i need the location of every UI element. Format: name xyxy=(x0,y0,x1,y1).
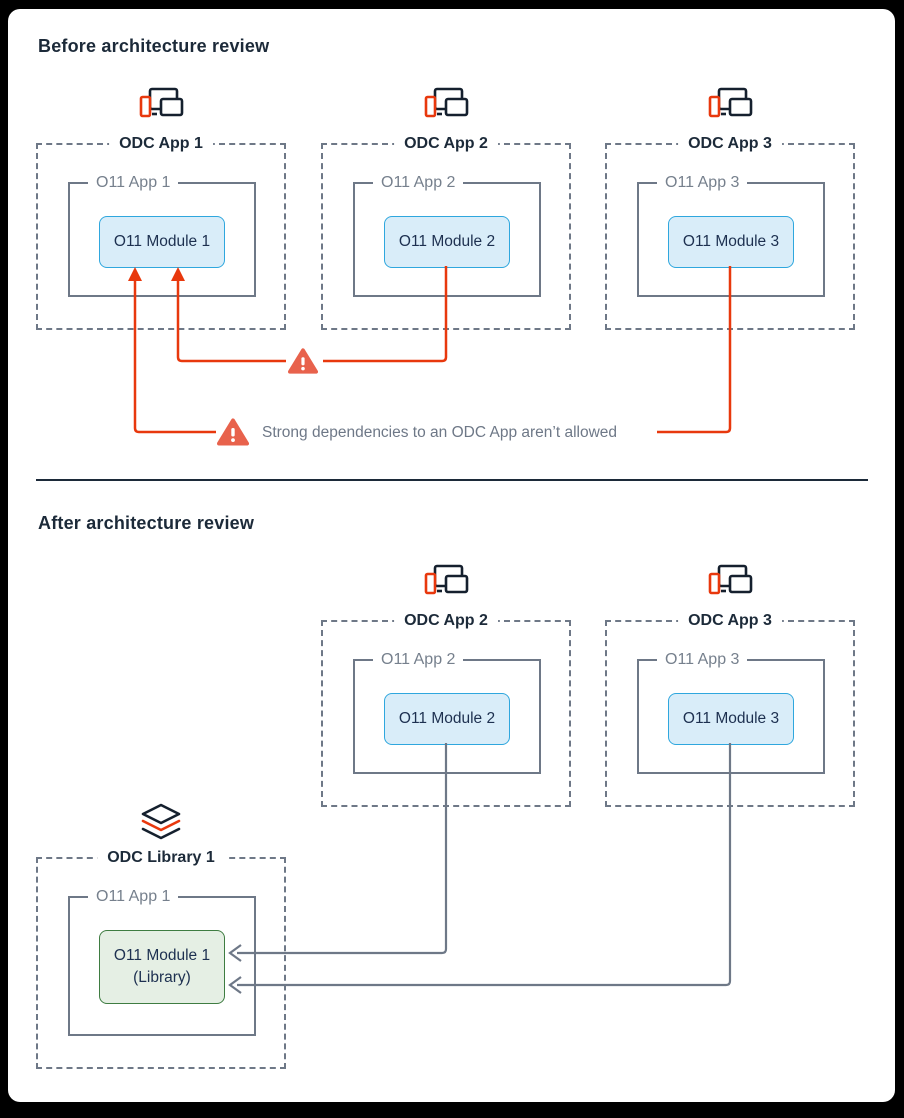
warning-icon xyxy=(288,347,318,380)
odc-app-boundary: ODC App 2 O11 App 2 O11 Module 2 xyxy=(321,612,571,807)
o11-app-box: O11 App 1 O11 Module 1 xyxy=(68,174,256,297)
o11-app-label: O11 App 2 xyxy=(373,651,464,670)
o11-module-box: O11 Module 3 xyxy=(668,216,794,268)
odc-app-boundary: ODC App 3 O11 App 3 O11 Module 3 xyxy=(605,135,855,330)
o11-app-label: O11 App 1 xyxy=(88,174,179,193)
section-divider xyxy=(36,479,868,481)
o11-module-box: O11 Module 1 xyxy=(99,216,225,268)
after-odc-library-1-group: ODC Library 1 O11 App 1 O11 Module 1 (Li… xyxy=(36,802,286,1069)
o11-module-box: O11 Module 3 xyxy=(668,693,794,745)
before-section-heading: Before architecture review xyxy=(38,36,270,56)
module-label-line2: (Library) xyxy=(133,969,191,986)
o11-app-label: O11 App 3 xyxy=(657,651,748,670)
warning-icon xyxy=(217,417,249,452)
odc-app-label: ODC App 3 xyxy=(678,135,782,154)
after-section-heading: After architecture review xyxy=(38,513,255,533)
o11-module-box: O11 Module 2 xyxy=(384,216,510,268)
o11-app-label: O11 App 2 xyxy=(373,174,464,193)
o11-app-box: O11 App 3 O11 Module 3 xyxy=(637,651,825,774)
before-odc-app-3-group: ODC App 3 O11 App 3 O11 Module 3 xyxy=(605,86,855,330)
odc-app-boundary: ODC App 3 O11 App 3 O11 Module 3 xyxy=(605,612,855,807)
odc-app-label: ODC App 1 xyxy=(109,135,213,154)
o11-app-box: O11 App 2 O11 Module 2 xyxy=(353,651,541,774)
devices-icon xyxy=(321,563,571,599)
devices-icon xyxy=(321,86,571,122)
devices-icon xyxy=(605,563,855,599)
devices-icon xyxy=(605,86,855,122)
odc-app-label: ODC App 2 xyxy=(394,135,498,154)
o11-app-box: O11 App 3 O11 Module 3 xyxy=(637,174,825,297)
o11-module-library-box: O11 Module 1 (Library) xyxy=(99,930,225,1004)
odc-app-boundary: ODC App 2 O11 App 2 O11 Module 2 xyxy=(321,135,571,330)
odc-library-label: ODC Library 1 xyxy=(97,849,225,868)
warning-message: Strong dependencies to an ODC App aren’t… xyxy=(262,424,618,441)
module-label-line1: O11 Module 1 xyxy=(113,947,211,965)
odc-app-label: ODC App 3 xyxy=(678,612,782,631)
o11-module-box: O11 Module 2 xyxy=(384,693,510,745)
devices-icon xyxy=(36,86,286,122)
o11-app-box: O11 App 2 O11 Module 2 xyxy=(353,174,541,297)
before-odc-app-1-group: ODC App 1 O11 App 1 O11 Module 1 xyxy=(36,86,286,330)
after-odc-app-3-group: ODC App 3 O11 App 3 O11 Module 3 xyxy=(605,563,855,807)
layers-icon xyxy=(36,802,286,844)
odc-app-boundary: ODC App 1 O11 App 1 O11 Module 1 xyxy=(36,135,286,330)
o11-app-label: O11 App 3 xyxy=(657,174,748,193)
odc-app-label: ODC App 2 xyxy=(394,612,498,631)
o11-app-label: O11 App 1 xyxy=(88,888,179,907)
after-odc-app-2-group: ODC App 2 O11 App 2 O11 Module 2 xyxy=(321,563,571,807)
o11-app-box: O11 App 1 O11 Module 1 (Library) xyxy=(68,888,256,1036)
before-odc-app-2-group: ODC App 2 O11 App 2 O11 Module 2 xyxy=(321,86,571,330)
odc-library-boundary: ODC Library 1 O11 App 1 O11 Module 1 (Li… xyxy=(36,849,286,1069)
